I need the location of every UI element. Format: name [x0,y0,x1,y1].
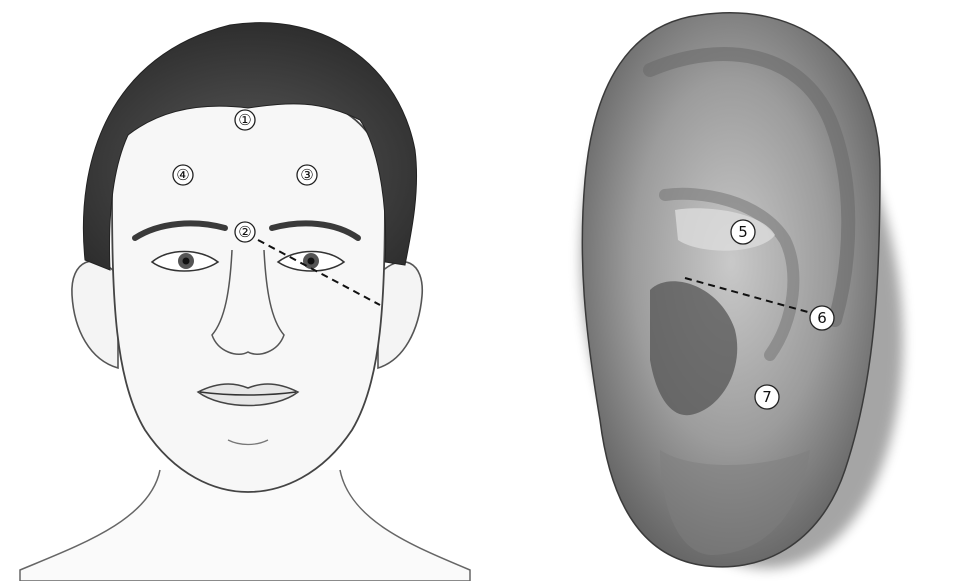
face-illustration: ① ② ③ ④ [20,23,470,581]
face-marker-3-label: ③ [300,166,313,184]
ear-marker-5: 5 [731,220,755,244]
ear-marker-7: 7 [755,385,779,409]
face-marker-1-label: ① [238,111,251,129]
face-marker-3: ③ [297,165,317,185]
ear-marker-6: 6 [810,306,834,330]
ear-marker-5-label: 5 [738,223,748,241]
ear-illustration: 5 6 7 [548,11,936,581]
face-outline [112,90,385,492]
face-right-ear [378,262,422,368]
face-marker-2-label: ② [238,223,251,241]
face-left-ear [72,261,118,368]
face-marker-4-label: ④ [176,166,189,184]
ear-marker-6-label: 6 [817,309,827,327]
face-marker-1: ① [235,110,255,130]
face-marker-4: ④ [173,165,193,185]
ear-marker-7-label: 7 [762,388,772,406]
face-marker-2: ② [235,222,255,242]
